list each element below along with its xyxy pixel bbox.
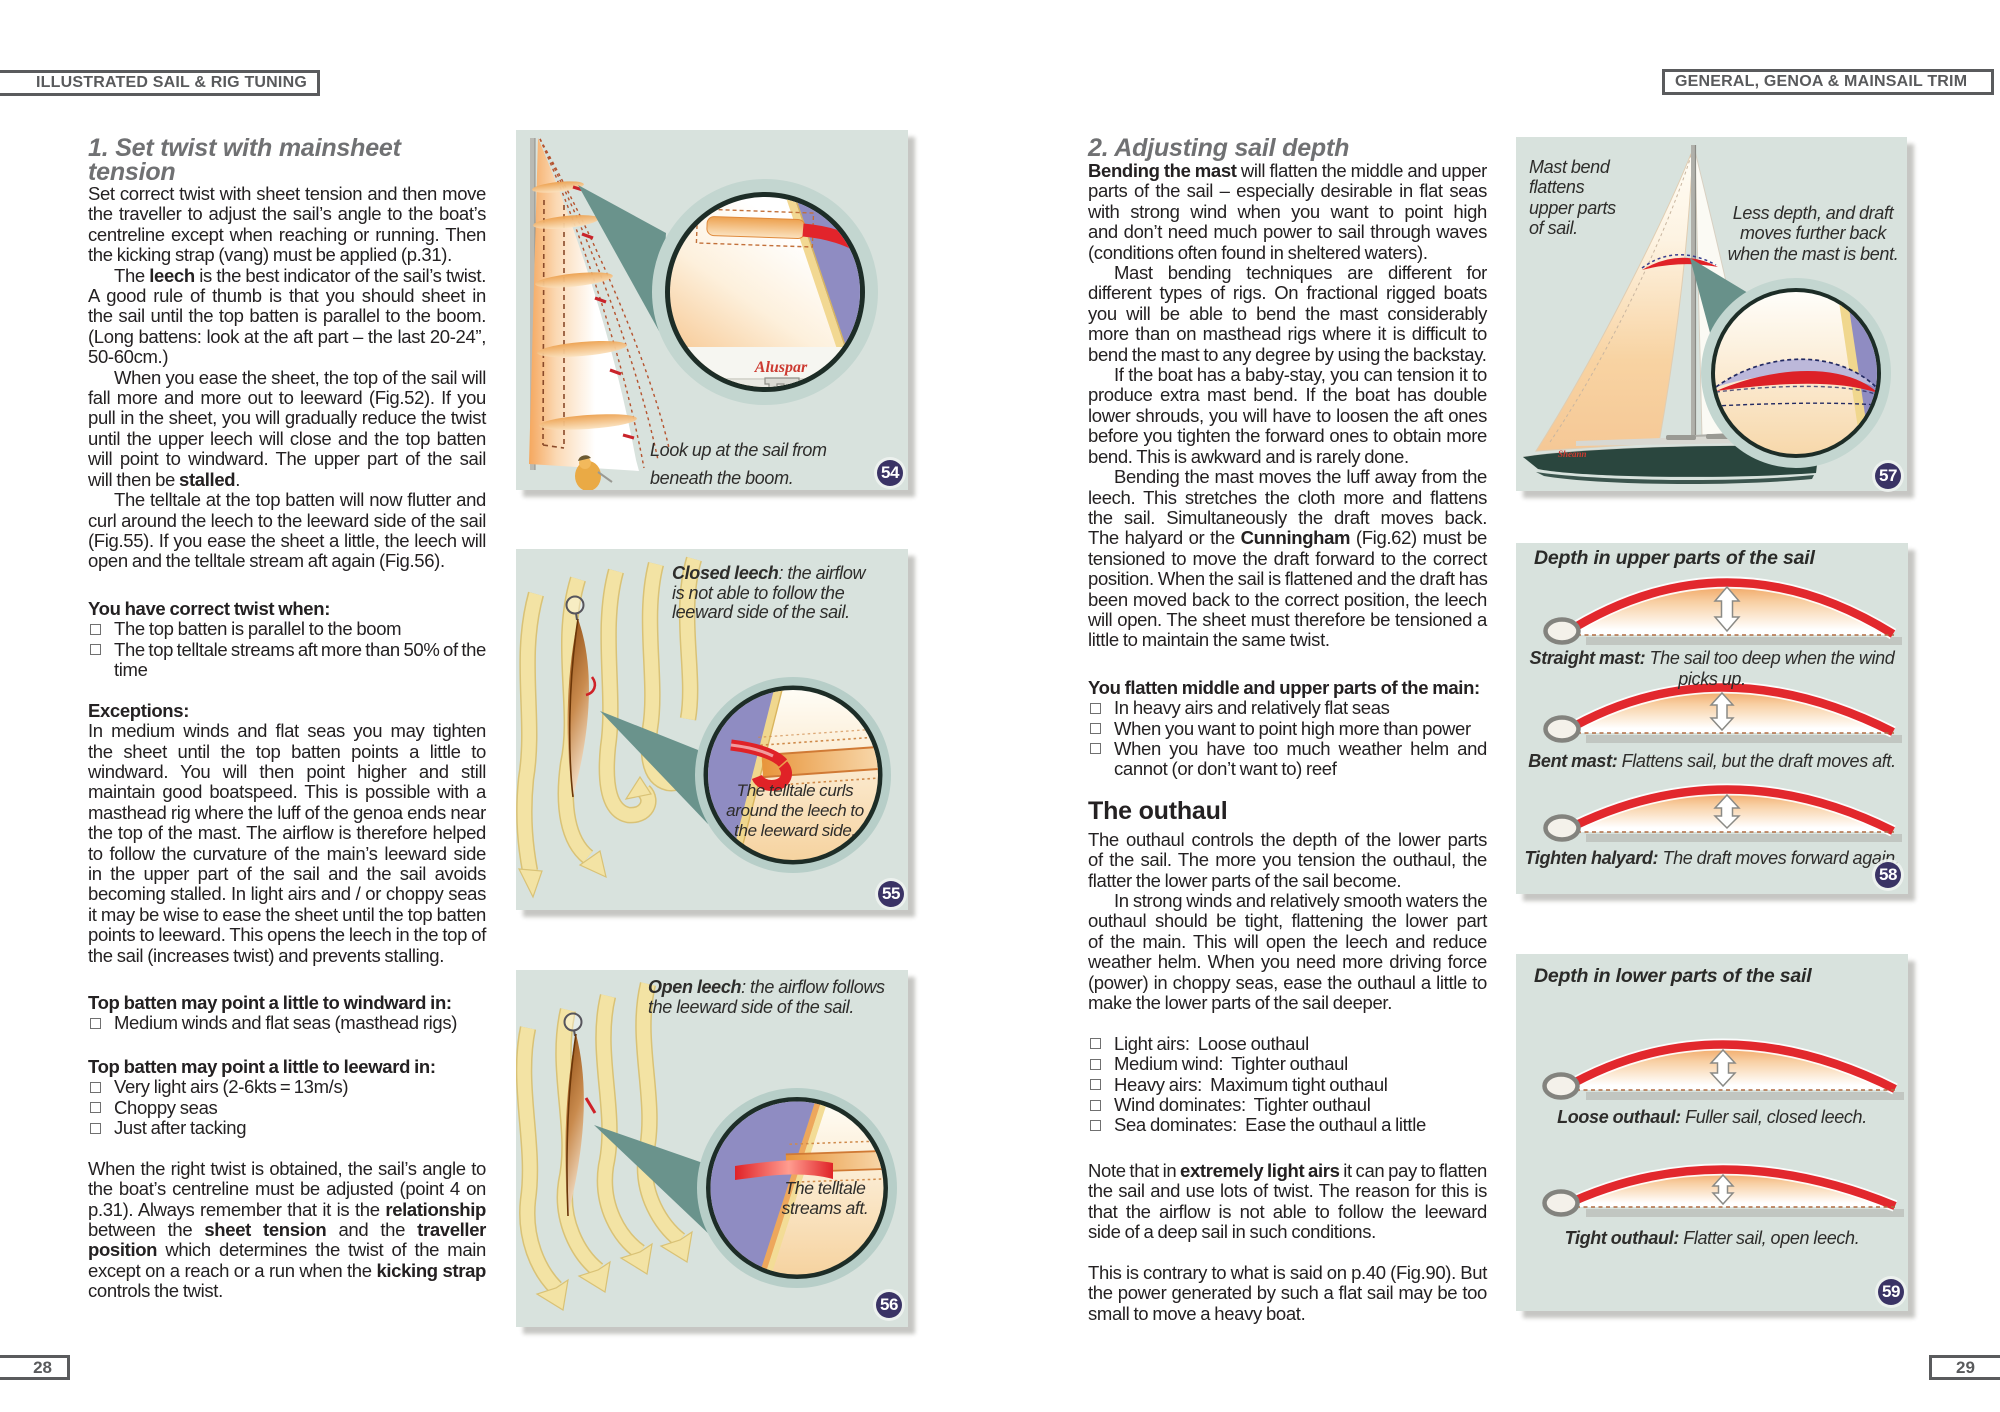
svg-text:Sheann: Sheann xyxy=(1558,449,1587,459)
svg-text:Aluspar: Aluspar xyxy=(754,359,808,376)
